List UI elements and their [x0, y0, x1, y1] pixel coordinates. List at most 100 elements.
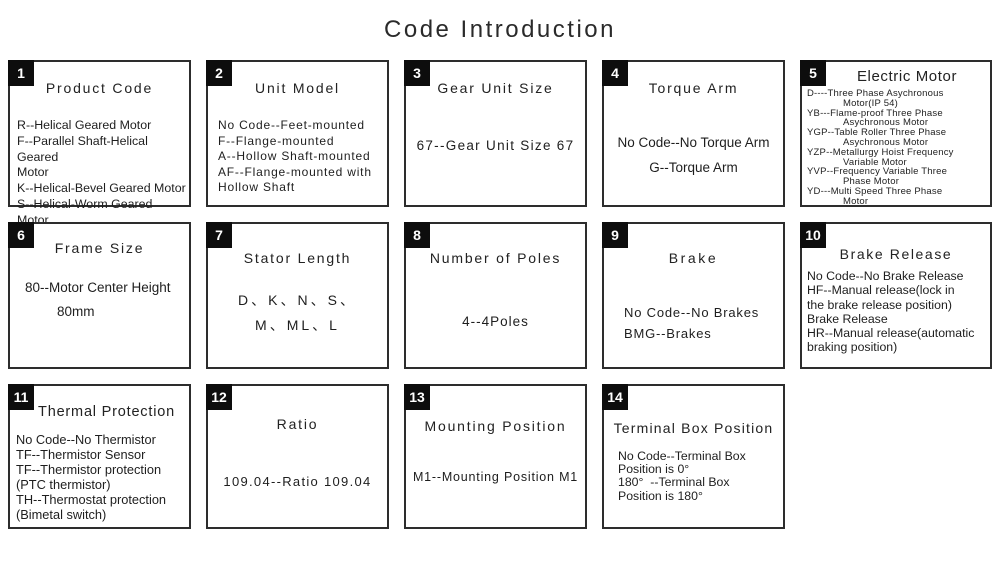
code-line: M、ML、L — [255, 317, 340, 333]
box-number-badge: 2 — [206, 60, 232, 86]
box-title: Gear Unit Size — [437, 80, 554, 96]
code-line: G--Torque Arm — [649, 160, 738, 175]
code-line: No Code--No Torque Arm — [617, 135, 770, 150]
code-line: No Code--Feet-mounted — [218, 118, 365, 132]
code-line: YD---Multi Speed Three Phase — [807, 185, 943, 197]
code-line: Brake Release — [807, 311, 888, 326]
box-title: Electric Motor — [856, 68, 958, 85]
code-line: BMG--Brakes — [624, 326, 712, 341]
code-line: YZP--Metallurgy Hoist Frequency — [807, 146, 954, 158]
box-title: Frame Size — [54, 240, 145, 256]
code-line: AF--Flange-mounted with — [218, 164, 372, 179]
code-line: TH--Thermostat protection — [16, 492, 167, 507]
box-number-badge: 8 — [404, 222, 430, 248]
code-line: M1--Mounting Position M1 — [412, 470, 579, 484]
box-title: Brake — [668, 250, 719, 266]
code-line: braking position) — [807, 340, 898, 355]
code-line: Position is 0° — [618, 462, 690, 477]
box-title: Unit Model — [255, 80, 340, 96]
code-line: YB---Flame-proof Three Phase — [807, 107, 943, 119]
code-box-mounting-position: 13 Mounting Position M1--Mounting Positi… — [404, 384, 587, 529]
code-line: 109.04--Ratio 109.04 — [223, 474, 372, 489]
code-line: TF--Thermistor protection — [16, 462, 162, 477]
box-number-badge: 3 — [404, 60, 430, 86]
code-line: F--Parallel Shaft-Helical Geared — [17, 133, 152, 164]
box-number-badge: 6 — [8, 222, 34, 248]
box-number-badge: 12 — [206, 384, 232, 410]
code-line: Motor — [843, 195, 869, 207]
code-line: (Bimetal switch) — [16, 507, 107, 522]
code-line: D----Three Phase Asychronous — [807, 88, 944, 99]
code-line: Asychronous Motor — [843, 136, 929, 148]
code-line: 4--4Poles — [462, 314, 529, 329]
code-line: Asychronous Motor — [843, 117, 929, 129]
code-line: HF--Manual release(lock in — [807, 283, 955, 298]
box-number-badge: 1 — [8, 60, 34, 86]
page-title: Code Introduction — [384, 16, 616, 43]
code-box-stator-length: 7 Stator Length D、K、N、S、 M、ML、L — [206, 222, 389, 369]
box-number-badge: 11 — [8, 384, 34, 410]
code-box-gear-unit-size: 3 Gear Unit Size 67--Gear Unit Size 67 — [404, 60, 587, 207]
code-line: No Code--No Brake Release — [807, 269, 964, 283]
box-title: Product Code — [45, 80, 154, 96]
box-title: Stator Length — [243, 250, 352, 266]
box-title: Thermal Protection — [38, 404, 175, 420]
code-line: D、K、N、S、 — [238, 292, 357, 308]
code-line: YVP--Frequency Variable Three — [807, 166, 948, 178]
box-number-badge: 5 — [800, 60, 826, 86]
box-title: Mounting Position — [424, 418, 567, 434]
code-box-thermal-protection: 11 Thermal Protection No Code--No Thermi… — [8, 384, 191, 529]
code-line: 80--Motor Center Height — [25, 280, 171, 295]
box-number-badge: 9 — [602, 222, 628, 248]
code-line: A--Hollow Shaft-mounted — [218, 149, 371, 163]
code-line: K--Helical-Bevel Geared Motor — [17, 181, 186, 196]
box-body: 80--Motor Center Height 80mm — [10, 276, 189, 324]
box-title: Terminal Box Position — [613, 420, 774, 436]
box-number-badge: 13 — [404, 384, 430, 410]
code-line: No Code--No Brakes — [624, 305, 760, 320]
code-line: Motor(IP 54) — [843, 97, 899, 109]
code-line: Variable Motor — [843, 156, 907, 168]
code-line: No Code--No Thermistor — [16, 432, 156, 447]
box-body: M1--Mounting Position M1 — [406, 470, 585, 484]
box-body: 109.04--Ratio 109.04 — [208, 474, 387, 489]
code-line: 80mm — [57, 304, 95, 319]
code-box-number-of-poles: 8 Number of Poles 4--4Poles — [404, 222, 587, 369]
box-number-badge: 10 — [800, 222, 826, 248]
box-body: D、K、N、S、 M、ML、L — [208, 288, 387, 338]
code-line: YGP--Table Roller Three Phase — [807, 127, 947, 139]
code-line: Motor — [17, 165, 49, 180]
box-title: Torque Arm — [648, 80, 739, 96]
box-body: 67--Gear Unit Size 67 — [406, 138, 585, 153]
code-line: F--Flange-mounted — [218, 133, 335, 148]
box-number-badge: 14 — [602, 384, 628, 410]
code-line: 180° --Terminal Box — [618, 475, 730, 490]
box-number-badge: 7 — [206, 222, 232, 248]
code-line: the brake release position) — [807, 297, 952, 312]
box-title: Number of Poles — [429, 250, 562, 266]
code-line: No Code--Terminal Box — [618, 449, 746, 463]
box-number-badge: 4 — [602, 60, 628, 86]
code-line: Position is 180° — [618, 488, 703, 503]
code-line: HR--Manual release(automatic — [807, 326, 975, 341]
code-box-ratio: 12 Ratio 109.04--Ratio 109.04 — [206, 384, 389, 529]
code-line: Hollow Shaft — [218, 180, 295, 194]
code-line: (PTC thermistor) — [16, 477, 111, 492]
box-title: Brake Release — [839, 246, 953, 262]
box-title: Ratio — [276, 416, 319, 432]
box-body: 4--4Poles — [406, 314, 585, 329]
code-line: TF--Thermistor Sensor — [16, 447, 146, 462]
